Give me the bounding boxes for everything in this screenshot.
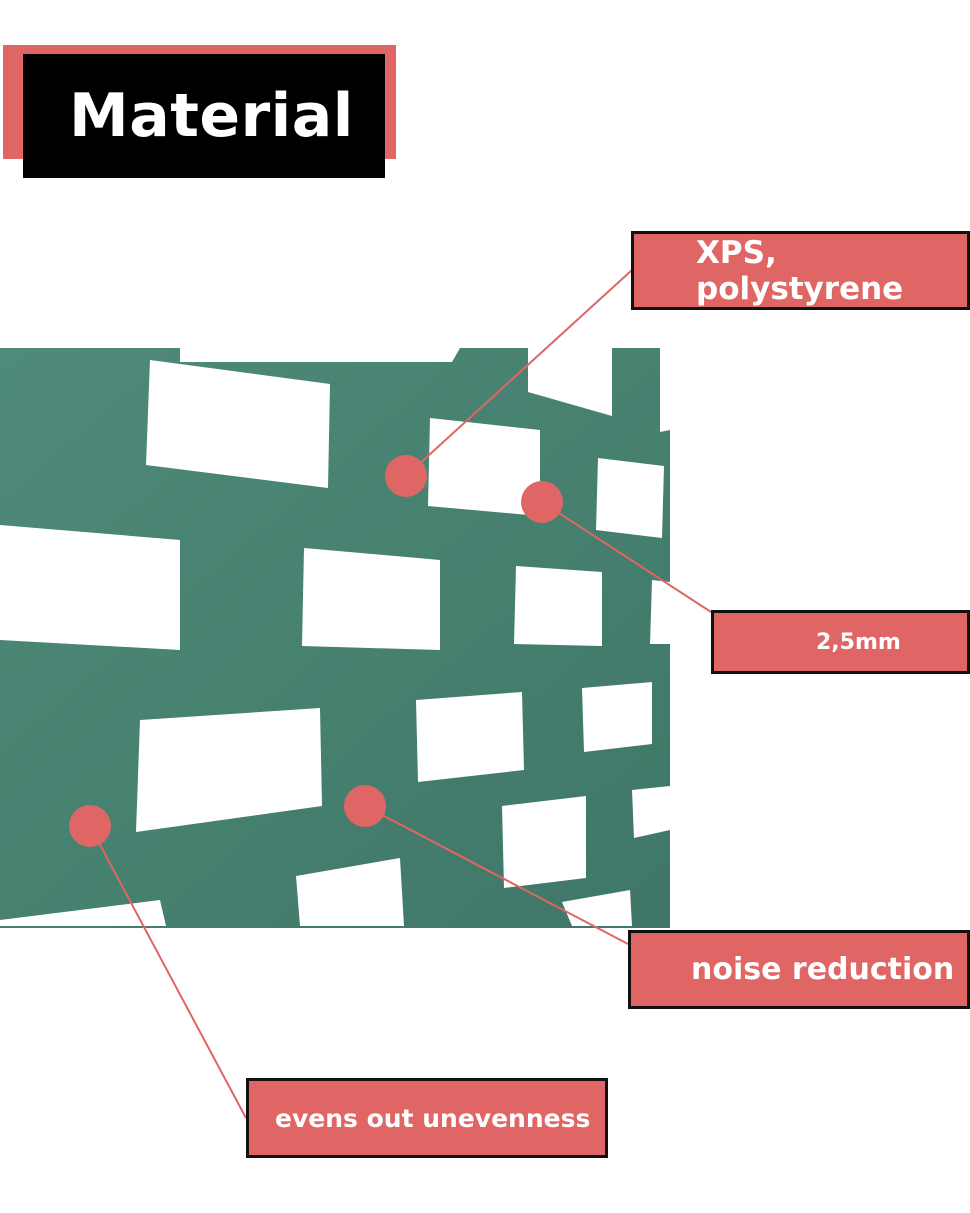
label-acoustic-text: noise reduction xyxy=(691,952,955,987)
label-thickness: 2,5mm xyxy=(711,610,970,674)
label-surface: evens out unevenness xyxy=(246,1078,608,1158)
leader-line-surface xyxy=(89,825,247,1119)
marker-dot-thickness[interactable] xyxy=(521,481,563,523)
label-thickness-text: 2,5mm xyxy=(816,629,901,655)
leader-lines xyxy=(89,269,712,1119)
marker-dot-surface[interactable] xyxy=(69,805,111,847)
label-surface-text: evens out unevenness xyxy=(275,1103,591,1133)
marker-dot-acoustic[interactable] xyxy=(344,785,386,827)
label-acoustic: noise reduction xyxy=(628,930,970,1009)
label-material-text: XPS, polystyrene xyxy=(696,234,904,307)
leader-line-thickness xyxy=(541,501,712,613)
page-title: Material xyxy=(23,54,385,178)
leader-line-acoustic xyxy=(364,805,629,945)
label-material: XPS, polystyrene xyxy=(631,231,970,310)
xps-panel xyxy=(0,348,670,928)
leader-line-material xyxy=(405,269,633,477)
marker-dot-material[interactable] xyxy=(385,455,427,497)
